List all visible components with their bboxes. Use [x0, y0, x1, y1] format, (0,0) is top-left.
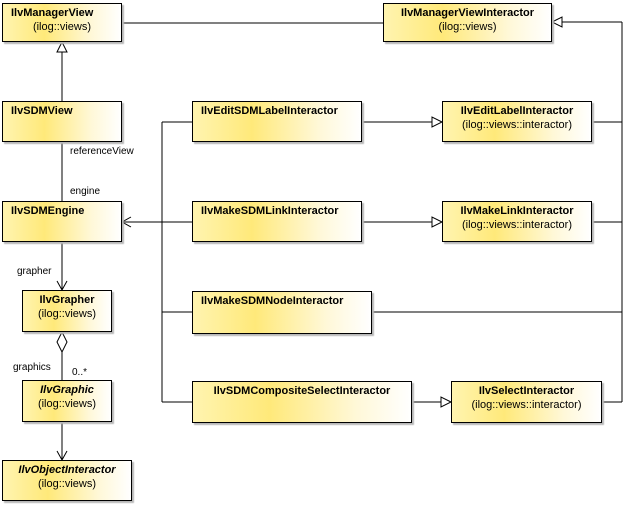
class-ilvgrapher[interactable]: IlvGrapher (ilog::views): [22, 290, 112, 332]
class-name: IlvMakeLinkInteractor: [460, 205, 574, 217]
class-ilvselectinteractor[interactable]: IlvSelectInteractor (ilog::views::intera…: [451, 381, 602, 423]
role-label-engine: engine: [70, 186, 101, 197]
class-ilvmanagerview[interactable]: IlvManagerView (ilog::views): [2, 3, 122, 42]
inheritance-arrow: [56, 40, 68, 53]
class-ilvsdmview[interactable]: IlvSDMView: [2, 101, 122, 142]
class-ilveditlabelinteractor[interactable]: IlvEditLabelInteractor (ilog::views::int…: [442, 101, 592, 142]
class-ilvmakesdmnodeinteractor[interactable]: IlvMakeSDMNodeInteractor: [192, 291, 372, 334]
role-label-grapher: grapher: [17, 266, 52, 277]
class-name: IlvObjectInteractor: [18, 464, 116, 476]
class-ilvmakelinkinteractor[interactable]: IlvMakeLinkInteractor (ilog::views::inte…: [442, 201, 592, 242]
inheritance-arrow: [431, 116, 444, 128]
inheritance-arrow: [440, 396, 453, 408]
class-package: (ilog::views): [438, 21, 497, 33]
class-name: IlvEditLabelInteractor: [460, 105, 574, 117]
class-name: IlvSelectInteractor: [478, 385, 575, 397]
class-name: IlvMakeSDMLinkInteractor: [201, 205, 339, 217]
class-name: IlvManagerViewInteractor: [400, 7, 535, 19]
class-ilvmakesdmlinkinteractor[interactable]: IlvMakeSDMLinkInteractor: [192, 201, 362, 242]
class-name: IlvSDMView: [11, 105, 73, 117]
class-name: IlvEditSDMLabelInteractor: [201, 105, 338, 117]
class-package: (ilog::views): [37, 478, 97, 490]
class-package: (ilog::views): [37, 398, 97, 410]
class-name: IlvSDMCompositeSelectInteractor: [213, 385, 391, 397]
class-ilvmanagerviewinteractor[interactable]: IlvManagerViewInteractor (ilog::views): [383, 3, 552, 42]
class-ilveditsdmlabelinteractor[interactable]: IlvEditSDMLabelInteractor: [192, 101, 362, 142]
multiplicity-label: 0..*: [72, 367, 88, 378]
class-ilvsdmengine[interactable]: IlvSDMEngine: [2, 201, 122, 242]
class-package: (ilog::views): [32, 21, 92, 33]
class-name: IlvManagerView: [11, 7, 94, 19]
class-name: IlvMakeSDMNodeInteractor: [201, 295, 344, 307]
aggregation-diamond: [56, 330, 68, 354]
open-arrow: [120, 216, 132, 228]
inheritance-arrow: [550, 16, 563, 28]
class-package: (ilog::views::interactor): [471, 399, 582, 411]
class-package: (ilog::views): [37, 308, 97, 320]
class-package: (ilog::views::interactor): [461, 219, 573, 231]
role-label-graphics: graphics: [13, 362, 51, 373]
inheritance-arrow: [431, 216, 444, 228]
class-ilvobjectinteractor[interactable]: IlvObjectInteractor (ilog::views): [2, 460, 132, 501]
role-label-referenceview: referenceView: [70, 146, 134, 157]
class-name: IlvGraphic: [40, 384, 94, 396]
class-package: (ilog::views::interactor): [461, 119, 573, 131]
class-name: IlvSDMEngine: [11, 205, 85, 217]
class-name: IlvGrapher: [39, 294, 95, 306]
class-ilvsdmcompositeselectinteractor[interactable]: IlvSDMCompositeSelectInteractor: [192, 381, 412, 423]
class-ilvgraphic[interactable]: IlvGraphic (ilog::views): [22, 380, 112, 422]
